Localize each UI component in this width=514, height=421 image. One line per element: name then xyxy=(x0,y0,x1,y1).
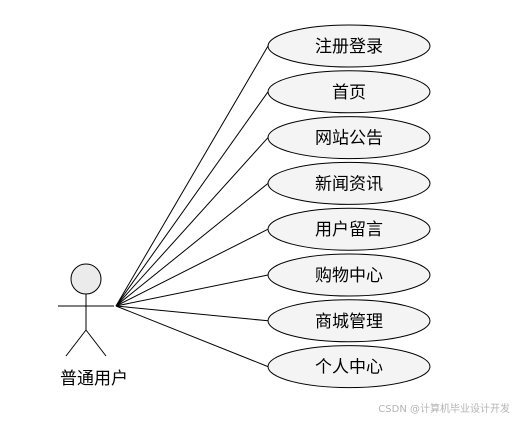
use-case-label: 网站公告 xyxy=(315,129,383,149)
use-case-ellipse xyxy=(267,345,431,389)
use-case-label: 用户留言 xyxy=(315,220,383,240)
use-case-ellipse xyxy=(267,161,431,205)
actor-head xyxy=(70,263,102,295)
use-case-label: 购物中心 xyxy=(315,266,383,286)
association-line xyxy=(115,305,269,322)
use-case-ellipse xyxy=(267,70,431,114)
use-case-ellipse xyxy=(267,253,431,297)
use-case-ellipse xyxy=(267,207,431,251)
association-line xyxy=(115,228,269,307)
association-line xyxy=(115,45,269,307)
use-case-ellipse xyxy=(267,299,431,343)
use-case-label: 个人中心 xyxy=(315,358,383,378)
actor-left-leg xyxy=(65,329,87,357)
association-lines xyxy=(115,45,269,368)
use-case-label: 商城管理 xyxy=(315,312,383,332)
association-line xyxy=(115,183,269,307)
use-case-label: 首页 xyxy=(332,83,366,103)
use-case-ellipse xyxy=(267,116,431,160)
association-line xyxy=(115,274,269,307)
use-case-label: 新闻资讯 xyxy=(315,174,383,194)
association-line xyxy=(115,91,269,307)
actor-label: 普通用户 xyxy=(60,369,128,389)
use-case-ellipse xyxy=(267,24,431,68)
actor-figure xyxy=(58,263,114,357)
actor-right-leg xyxy=(85,329,107,357)
association-line xyxy=(115,137,269,307)
association-line xyxy=(115,305,269,368)
use-case-label: 注册登录 xyxy=(315,37,383,57)
watermark: CSDN @计算机毕业设计开发 xyxy=(378,404,510,415)
